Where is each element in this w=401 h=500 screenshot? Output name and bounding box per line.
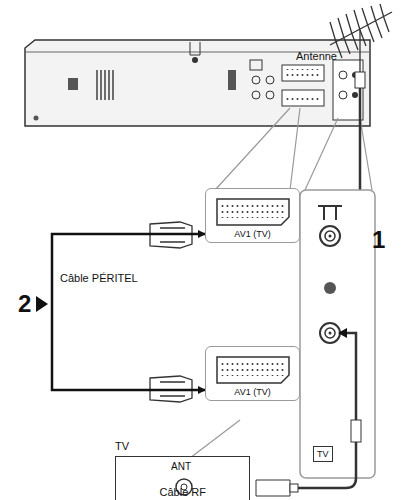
antenna <box>330 4 392 72</box>
node-text: TV <box>317 447 329 461</box>
scart-socket <box>215 355 291 385</box>
scart-socket <box>215 197 291 227</box>
vcr-rear <box>25 40 370 126</box>
antenna-label: Antenne <box>296 50 337 62</box>
node-text: AV1 (TV) <box>210 387 295 397</box>
node-text: AV1 (TV) <box>210 229 295 239</box>
scart-cable <box>52 234 205 390</box>
rf-panel <box>300 190 375 478</box>
node-text: TV <box>115 440 250 452</box>
scart-plugs <box>150 222 192 402</box>
callout-number: 1 <box>372 226 385 254</box>
scart-panel: AV1 (TV) <box>205 346 300 401</box>
scart-panel: AV1 (TV) <box>205 188 300 243</box>
cable-label: Câble PÉRITEL <box>60 272 138 284</box>
node-text: ANT <box>171 461 191 472</box>
callout-number: 2 <box>18 290 31 318</box>
cable-label: Câble RF <box>160 486 206 498</box>
callout-arrow <box>36 296 48 312</box>
tv-icon: TV <box>313 446 333 462</box>
